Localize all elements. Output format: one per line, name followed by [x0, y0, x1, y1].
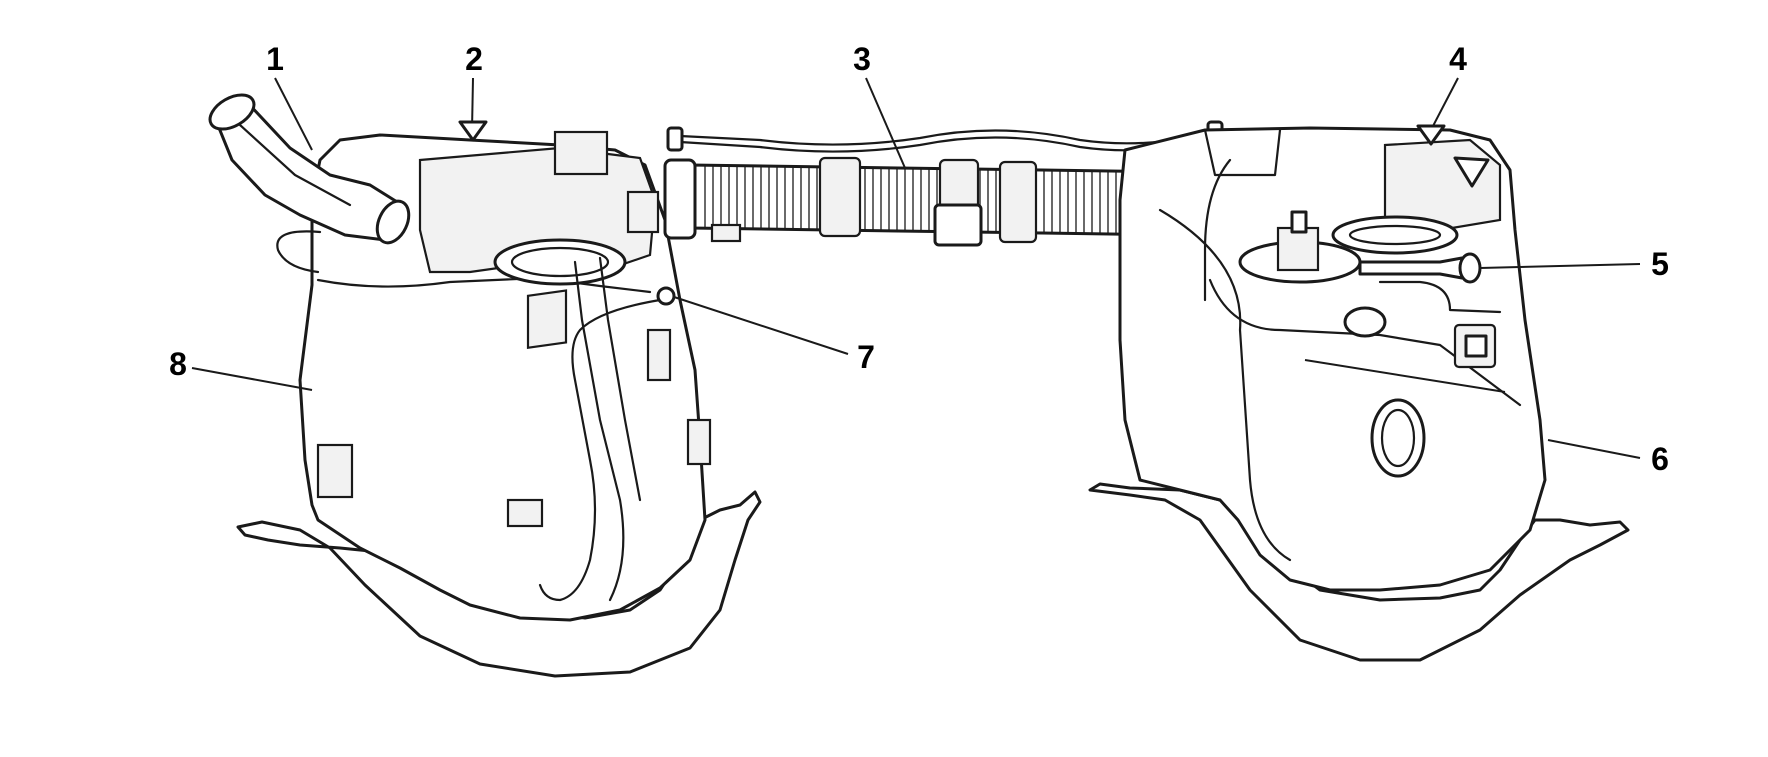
leader-7 — [667, 294, 849, 355]
right-tank-top-edge — [1203, 128, 1282, 177]
left-fuel-line-outer — [538, 298, 662, 602]
right-oval-loop-inner — [1348, 224, 1442, 246]
left-fuel-tank — [236, 130, 762, 678]
hose-support-tab — [710, 223, 742, 243]
filler-neck-mouth — [208, 93, 256, 131]
filler-neck-seam — [238, 123, 352, 207]
right-round-port — [1370, 398, 1426, 478]
callout-4: 4 — [1449, 41, 1467, 77]
leader-1 — [274, 77, 313, 151]
fuel-feed-pipe — [1358, 256, 1464, 280]
left-connector-box — [626, 190, 660, 234]
right-tank-inner-seam — [1158, 208, 1292, 562]
hose-clamp-a — [818, 156, 862, 238]
callout-5: 5 — [1651, 246, 1669, 282]
leader-lines — [191, 77, 1641, 459]
left-fuel-line-inner — [573, 260, 625, 602]
left-pad-d — [316, 443, 354, 499]
leader-3 — [865, 77, 906, 169]
callout-2: 2 — [465, 41, 483, 77]
right-pump-module — [1276, 226, 1320, 272]
leader-5 — [1479, 263, 1641, 269]
right-round-port-inner — [1380, 408, 1416, 468]
callout-8: 8 — [169, 346, 187, 382]
left-pad-b — [646, 328, 672, 382]
right-vertical-line — [1203, 158, 1232, 302]
right-square-port-inner — [1464, 334, 1488, 358]
leader-8 — [191, 367, 313, 391]
leader-4 — [1431, 77, 1459, 129]
left-pad-a — [526, 289, 568, 350]
right-tank-side-ridge — [1208, 278, 1522, 407]
left-module-box — [553, 130, 609, 176]
right-fuel-tank — [1088, 126, 1630, 662]
right-warning-triangle — [1453, 156, 1490, 188]
leader-7-bulb — [656, 286, 676, 306]
left-pump-ring-inner — [510, 246, 610, 278]
callout-numbers: 1 2 3 4 5 6 7 8 — [169, 41, 1669, 477]
left-return-line — [598, 256, 642, 502]
hose-clamp-c — [998, 160, 1038, 244]
right-return-line — [1378, 280, 1502, 314]
callout-3: 3 — [853, 41, 871, 77]
hose-left-end-fitting — [663, 158, 697, 240]
filler-neck-clamp — [375, 199, 411, 245]
left-pad-e — [506, 498, 544, 528]
vent-tube-left-cap — [666, 126, 684, 152]
crossover-vent-tube — [678, 128, 1222, 146]
leader-6a — [1304, 359, 1506, 393]
callout-7: 7 — [857, 339, 875, 375]
right-small-fitting — [1343, 306, 1387, 338]
leader-6 — [1547, 439, 1641, 459]
fuel-feed-pipe-end — [1458, 252, 1482, 284]
left-pad-c — [686, 418, 712, 466]
left-strap-loop — [276, 230, 322, 274]
right-pump-connector — [1290, 210, 1308, 234]
filler-neck — [208, 93, 411, 245]
right-oval-loop — [1331, 215, 1459, 255]
callout-1: 1 — [266, 41, 284, 77]
hose-clamp-screw — [933, 203, 983, 247]
left-pump-ring — [493, 238, 627, 286]
leader-4-arrow — [1416, 124, 1446, 146]
leader-2-arrow — [458, 120, 488, 142]
left-tank-top-ridge — [316, 276, 652, 294]
callout-6: 6 — [1651, 441, 1669, 477]
